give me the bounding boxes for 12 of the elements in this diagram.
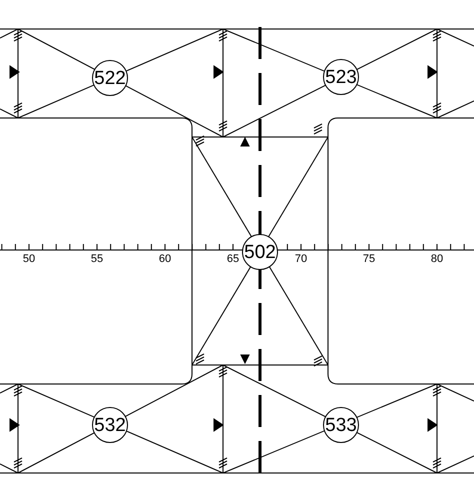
callout-circle: 522 bbox=[92, 60, 128, 96]
callout-circle: 502 bbox=[242, 234, 278, 270]
scale-number: 70 bbox=[294, 254, 308, 265]
scale-number: 50 bbox=[22, 254, 36, 265]
scale-number: 60 bbox=[158, 254, 172, 265]
callout-circle: 523 bbox=[323, 59, 359, 95]
callout-circle: 533 bbox=[323, 407, 359, 443]
scale-number: 65 bbox=[226, 254, 240, 265]
scale-number: 80 bbox=[430, 254, 444, 265]
scale-number: 55 bbox=[90, 254, 104, 265]
scale-number: 75 bbox=[362, 254, 376, 265]
callout-circle: 532 bbox=[92, 407, 128, 443]
